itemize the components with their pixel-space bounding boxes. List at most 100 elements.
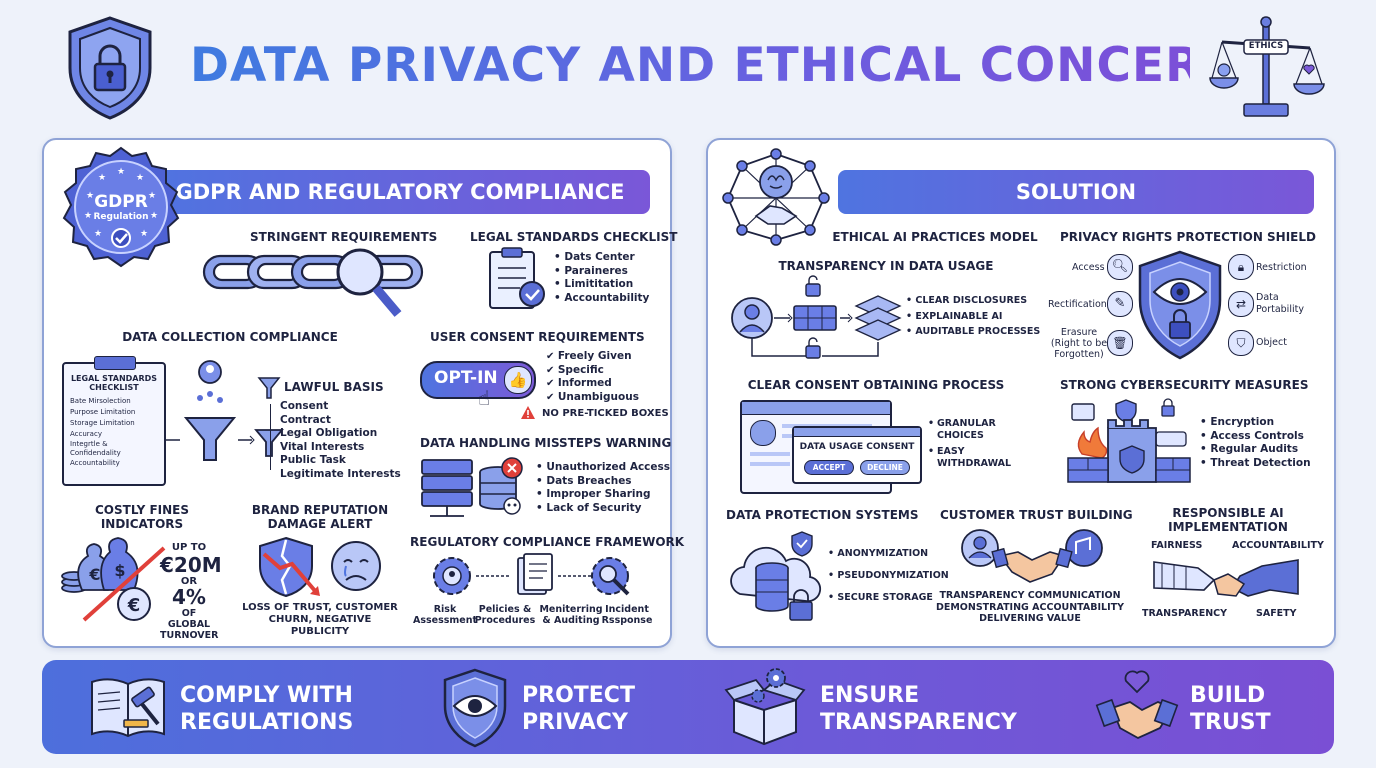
lawful-bracket: [270, 404, 279, 470]
consent-criterion: Freely Given: [546, 350, 639, 364]
protect-line2: PRIVACY: [522, 710, 628, 735]
brand-caption: LOSS OF TRUST, CUSTOMER CHURN, NEGATIVE …: [240, 602, 400, 638]
option-line2: WITHDRAWAL: [937, 458, 1012, 469]
brand-caption-line2: CHURN, NEGATIVE PUBLICITY: [268, 614, 372, 637]
bottom-item-trust: BUILD TRUST: [1190, 682, 1271, 736]
brand-heading: BRAND REPUTATION DAMAGE ALERT: [240, 503, 400, 531]
legal-item: Paraineres: [554, 265, 649, 279]
pointer-cursor-icon: ☝: [478, 386, 491, 410]
brand-heading-line1: BRAND REPUTATION: [251, 503, 389, 517]
framework-step: Pelicies &Procedures: [472, 604, 538, 626]
transparency-item: AUDITABLE PROCESSES: [906, 324, 1040, 340]
protection-heading: DATA PROTECTION SYSTEMS: [726, 508, 919, 522]
protection-item: PSEUDONYMIZATION: [828, 565, 948, 587]
framework-flow-icons: [432, 553, 644, 600]
delete-doc-icon: 🗑︎: [1107, 330, 1133, 356]
lawful-item: Public Task: [280, 454, 346, 466]
bottom-item-comply: COMPLY WITH REGULATIONS: [180, 682, 353, 736]
fines-heading: COSTLY FINES INDICATORS: [80, 503, 204, 531]
consent-criterion: Informed: [546, 377, 639, 391]
misstep-item: Dats Breaches: [536, 475, 670, 489]
clipboard-item: Integrtle & Confidendality: [70, 440, 121, 457]
gdpr-badge-title: GDPR: [94, 192, 148, 212]
opt-in-label: OPT-IN: [434, 368, 498, 388]
ethical-subheading: TRANSPARENCY IN DATA USAGE: [778, 259, 994, 273]
fairness-label: FAIRNESS: [1151, 540, 1203, 551]
portability-line1: Data: [1256, 292, 1279, 303]
accept-button[interactable]: ACCEPT: [804, 460, 854, 475]
misstep-item: Improper Sharing: [536, 488, 670, 502]
safety-label: SAFETY: [1256, 608, 1297, 619]
portability-arrow-icon: ⇄: [1228, 291, 1254, 317]
fines-of-global: OF GLOBAL: [167, 608, 211, 630]
svg-text:★: ★: [148, 191, 156, 201]
solution-banner: SOLUTION: [838, 170, 1314, 214]
brand-caption-line1: LOSS OF TRUST, CUSTOMER: [242, 602, 398, 613]
open-box-icon: [724, 666, 806, 748]
law-book-gavel-icon: [88, 672, 168, 742]
transparency-item: EXPLAINABLE AI: [906, 309, 1040, 325]
framework-step-line1: Incident: [605, 604, 649, 615]
trust-line2: TRUST: [1190, 710, 1271, 735]
legal-item: Limititation: [554, 278, 649, 292]
ethics-scale-icon: ETHICS: [1208, 14, 1325, 122]
ethics-label: ETHICS: [1248, 41, 1284, 51]
legal-item: Accountability: [554, 292, 649, 306]
fines-percent: 4%: [172, 585, 206, 609]
portability-line2: Portability: [1256, 304, 1304, 315]
consent-heading: USER CONSENT REQUIREMENTS: [430, 330, 645, 344]
user-avatar-icon: [750, 420, 776, 446]
framework-step-line2: Assessment: [412, 615, 478, 626]
option-line1: EASY: [937, 446, 965, 457]
consent-criterion: Specific: [546, 364, 639, 378]
clipboard-item: Accountability: [70, 459, 120, 467]
framework-step-line1: Risk: [433, 604, 457, 615]
consent-criterion: Unambiguous: [546, 391, 639, 405]
right-rectification-label: Rectification: [1048, 299, 1107, 310]
svg-text:★: ★: [136, 173, 144, 183]
framework-step-line1: Meniterring: [539, 604, 603, 615]
responsible-heading-line2: IMPLEMENTATION: [1168, 520, 1288, 534]
clipboard-item: Bate Mirsolection: [70, 397, 131, 405]
edit-pencil-icon: ✎: [1107, 291, 1133, 317]
object-shield-icon: ⛉: [1228, 330, 1254, 356]
consent-dialog: DATA USAGE CONSENT ACCEPT DECLINE: [792, 426, 922, 484]
consent-process-heading: CLEAR CONSENT OBTAINING PROCESS: [747, 378, 1005, 392]
svg-text:€: €: [127, 595, 141, 616]
clipboard-title: LEGAL STANDARDS CHECKLIST: [70, 374, 158, 392]
fines-heading-line1: COSTLY FINES: [94, 503, 190, 517]
lawful-list: Consent Contract Legal Obligation Vital …: [280, 400, 401, 481]
framework-step-line2: & Auditing: [542, 615, 600, 626]
right-erasure-label: Erasure (Right to be Forgotten): [1048, 327, 1110, 360]
gdpr-banner: GDPR AND REGULATORY COMPLIANCE: [150, 170, 650, 214]
shield-heading: PRIVACY RIGHTS PROTECTION SHIELD: [1060, 230, 1316, 244]
decline-button[interactable]: DECLINE: [860, 460, 910, 475]
erasure-line3: Forgotten): [1054, 349, 1104, 360]
framework-heading: REGULATORY COMPLIANCE FRAMEWORK: [410, 535, 685, 549]
protect-line1: PROTECT: [522, 683, 635, 708]
opt-in-toggle[interactable]: OPT-IN 👍: [420, 361, 536, 399]
accountability-label: ACCOUNTABILITY: [1232, 540, 1324, 551]
fines-turnover: TURNOVER: [160, 630, 219, 641]
framework-step-line2: Procedures: [474, 615, 536, 626]
misstep-item: Unauthorized Access: [536, 461, 670, 475]
ethical-heading: ETHICAL AI PRACTICES MODEL: [832, 230, 1038, 244]
comply-line1: COMPLY WITH: [180, 683, 353, 708]
ai-network-brain-icon: [722, 148, 830, 246]
svg-text:€: €: [88, 565, 100, 584]
protection-list: ANONYMIZATION PSEUDONYMIZATION SECURE ST…: [828, 543, 948, 609]
lawful-item: Vital Interests: [280, 440, 365, 453]
lawful-item: Contract: [280, 413, 331, 426]
money-bags-icon: € $ €: [60, 536, 170, 626]
trust-line: DEMONSTRATING ACCOUNTABILITY: [935, 601, 1125, 613]
framework-step-line2: Rssponse: [601, 615, 653, 626]
transparency-list: CLEAR DISCLOSURES EXPLAINABLE AI AUDITAB…: [906, 293, 1040, 340]
cyber-item: Access Controls: [1200, 430, 1311, 444]
trust-lines: TRANSPARENCY COMMUNICATION DEMONSTRATING…: [920, 590, 1140, 625]
clipboard-item: Storage Limitation: [70, 419, 135, 427]
trust-line1: BUILD: [1190, 683, 1266, 708]
right-restriction-label: Restriction: [1256, 262, 1307, 273]
bottom-item-transparency: ENSURE TRANSPARENCY: [820, 682, 1017, 736]
